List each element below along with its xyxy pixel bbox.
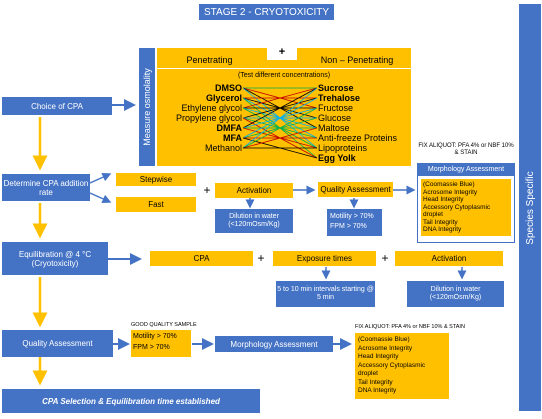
fast-box: Fast [116,197,196,212]
final-result: CPA Selection & Equilibration time estab… [2,389,260,413]
list-item: Accessory Cytoplasmic droplet [358,361,426,378]
dilution-box-2: Dilution in water (<120mOsm/Kg) [407,281,504,307]
test-note: (Test different concentrations) [237,71,331,79]
dilution-box: Dilution in water (<120mOsm/Kg) [215,209,293,233]
list-item: Ethylene glycol [181,103,242,113]
list-item: Propylene glycol [175,113,242,123]
activation-box-2: Activation [395,251,503,266]
plus-sign-3: + [257,251,265,265]
osmolality-bar: Measure osmolality [139,48,155,166]
list-item: DMFA [216,123,243,133]
equilibration-box: Equilibration @ 4 °C (Cryotoxicity) [2,242,108,275]
choice-of-cpa: Choice of CPA [2,97,112,115]
good-values-box: Motility > 70% FPM > 70% [131,330,191,357]
plus-sign-4: + [381,251,389,265]
cross-line [243,127,317,149]
good-quality-label: GOOD QUALITY SAMPLE [131,322,197,328]
plus-sign: + [267,44,297,60]
cpa-box: CPA [150,251,253,266]
species-specific-bar: Species Specific [519,4,541,411]
good-value: Motility > 70% [133,333,177,340]
list-item: Accessory Cytoplasmic droplet [423,203,491,219]
morphology-header: Morphology Assessment [418,164,514,176]
species-specific-label: Species Specific [524,171,536,245]
morphology-panel-1: Morphology Assessment (Coomassie Blue)Ac… [417,163,515,243]
list-item: Trehalose [318,93,361,103]
osmolality-label: Measure osmolality [142,68,152,146]
list-item: Head Integrity [423,196,464,203]
quality-assessment-left: Quality Assessment [2,330,113,357]
cpa-cross-lines [243,87,317,159]
exposure-times-box: Exposure times [273,251,376,266]
arrow-to-fast [89,192,112,204]
list-item: DMSO [215,83,242,93]
list-item: Head Integrity [358,353,399,360]
stepwise-box: Stepwise [116,173,196,186]
list-item: MFA [223,133,242,143]
qa-value: Motility > 70% [330,213,374,220]
plus-sign-2: + [203,183,211,197]
fix-note-2: FIX ALIQUOT: PFA 4% or NBF 10% & STAIN [355,324,465,330]
list-item: Tail Integrity [358,378,393,386]
intervals-box: 5 to 10 min intervals starting @ 5 min [276,281,375,307]
cross-line [243,87,317,149]
penetrating-header: Penetrating [186,55,233,65]
list-item: Fructose [318,103,354,113]
qa-value: FPM > 70% [330,223,367,230]
list-item: Glucose [318,113,352,123]
list-item: Tail Integrity [423,218,458,226]
list-item: Acrosome Integrity [423,188,478,196]
stage-title: STAGE 2 - CRYOTOXICITY [199,4,334,20]
good-value: FPM > 70% [133,344,170,351]
fix-note-1: FIX ALIQUOT: PFA 4% or NBF 10% & STAIN [418,143,514,156]
list-item: Egg Yolk [318,153,356,163]
list-item: Lipoproteins [318,143,368,153]
list-item: Glycerol [205,93,242,103]
qa-values-box: Motility > 70% FPM > 70% [327,209,382,236]
determine-addition-rate: Determine CPA addition rate [2,174,90,201]
list-item: Maltose [318,123,350,133]
activation-box: Activation [215,183,293,198]
arrow-to-stepwise [89,172,112,184]
list-item: (Coomassie Blue) [358,336,410,343]
cross-line [243,107,317,149]
non-penetrating-header: Non – Penetrating [320,55,394,65]
list-item: Acrosome Integrity [358,344,413,352]
cpa-panel: Penetrating + Non – Penetrating (Test di… [157,44,411,166]
morphology-assessment-2: Morphology Assessment [215,336,333,352]
list-item: DNA Integrity [358,387,397,394]
list-item: DNA Integrity [423,226,462,233]
list-item: Sucrose [318,83,354,93]
list-item: Anti-freeze Proteins [318,133,398,143]
cross-line [243,87,317,129]
list-item: Methanol [204,143,242,153]
list-item: (Coomassie Blue) [423,181,475,188]
header-divider [157,68,411,69]
quality-assessment-2: Quality Assessment [318,182,393,197]
cross-line [243,87,317,109]
